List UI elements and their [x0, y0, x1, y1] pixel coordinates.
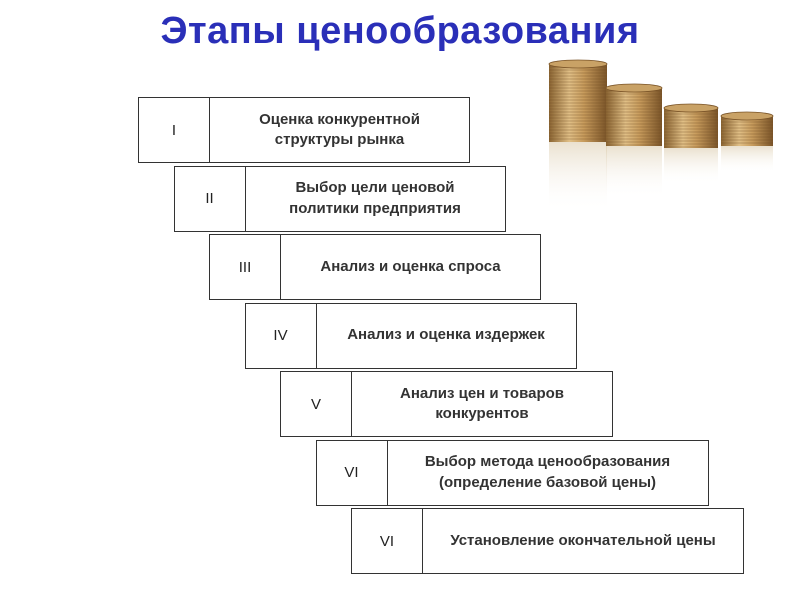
step-5: V Анализ цен и товаров конкурентов — [280, 371, 613, 437]
step-label: Анализ цен и товаров конкурентов — [399, 384, 564, 422]
coin-stack-3 — [663, 103, 719, 184]
step-7: VI Установление окончательной цены — [351, 508, 744, 574]
coin-stack-1 — [548, 59, 608, 213]
step-label: Анализ и оценка издержек — [347, 326, 545, 344]
coin-stack-4 — [720, 111, 774, 173]
step-6: VI Выбор метода ценообразования (определе… — [315, 439, 709, 506]
step-label: Оценка конкурентной структуры рынка — [259, 110, 420, 148]
step-3: III Анализ и оценка спроса — [209, 234, 541, 300]
step-number: III — [210, 235, 281, 299]
step-number: V — [281, 372, 352, 436]
step-4: IV Анализ и оценка издержек — [244, 302, 577, 369]
step-label: Выбор цели ценовой политики предприятия — [289, 179, 461, 217]
step-1: I Оценка конкурентной структуры рынка — [138, 97, 470, 163]
step-label: Выбор метода ценообразования (определени… — [424, 453, 671, 491]
coin-stack-2 — [605, 83, 663, 199]
step-2: II Выбор цели ценовой политики предприяти… — [173, 165, 506, 232]
coin-stacks-icon — [548, 59, 774, 213]
page-title: Этапы ценообразования — [160, 10, 640, 52]
step-label: Установление окончательной цены — [450, 531, 716, 549]
step-number: VI — [352, 509, 423, 573]
step-number: I — [139, 98, 210, 162]
step-number: II — [175, 166, 246, 231]
step-number: VI — [317, 440, 388, 505]
step-label: Анализ и оценка спроса — [320, 257, 501, 275]
step-number: IV — [246, 303, 317, 368]
